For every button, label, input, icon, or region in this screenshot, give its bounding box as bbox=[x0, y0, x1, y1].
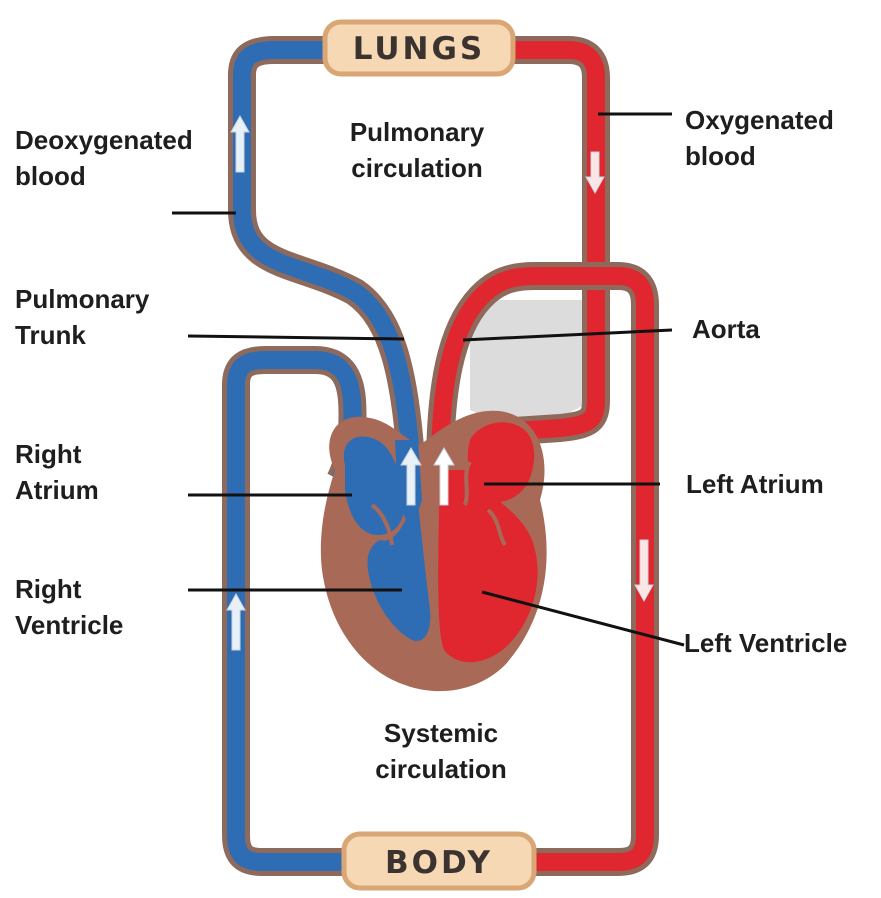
aorta-label: Aorta bbox=[692, 311, 760, 347]
oxygenated-blood-label: Oxygenated blood bbox=[685, 102, 834, 174]
vessel-gap-area bbox=[470, 300, 592, 426]
right-ventricle-label: Right Ventricle bbox=[15, 571, 123, 643]
leader-pulmonary-trunk bbox=[188, 336, 404, 339]
body-label: BODY bbox=[385, 845, 493, 881]
pulmonary-trunk-label: Pulmonary Trunk bbox=[15, 281, 149, 353]
systemic-circulation-label: Systemic circulation bbox=[336, 715, 546, 787]
left-ventricle-label: Left Ventricle bbox=[684, 625, 847, 661]
right-atrium-label: Right Atrium bbox=[15, 436, 99, 508]
lungs-label: LUNGS bbox=[353, 31, 486, 67]
body-box: BODY bbox=[344, 834, 534, 888]
pulmonary-circulation-label: Pulmonary circulation bbox=[312, 114, 522, 186]
deoxygenated-blood-label: Deoxygenated blood bbox=[15, 122, 193, 194]
lungs-box: LUNGS bbox=[325, 22, 513, 74]
left-atrium-label: Left Atrium bbox=[686, 466, 824, 502]
heart bbox=[321, 411, 547, 691]
